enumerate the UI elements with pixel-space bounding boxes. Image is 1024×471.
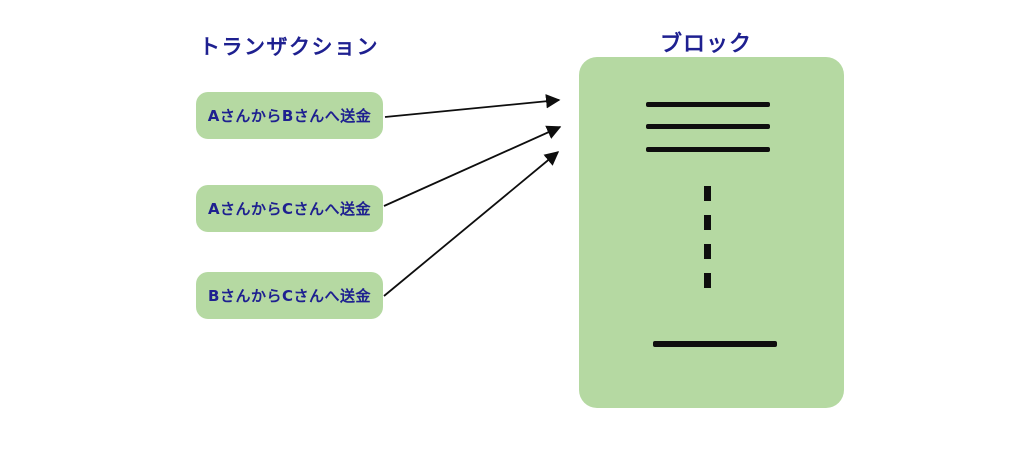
- transaction-box-a-to-b: AさんからBさんへ送金: [196, 92, 383, 139]
- block-container: [579, 57, 844, 408]
- arrow-tx1-to-block: [384, 94, 561, 118]
- transaction-box-a-to-c: AさんからCさんへ送金: [196, 185, 383, 232]
- block-title: ブロック: [660, 32, 753, 57]
- block-entry-line-3: [646, 147, 770, 152]
- arrow-tx2-to-block: [383, 125, 562, 207]
- transaction-box-b-to-c: BさんからCさんへ送金: [196, 272, 383, 319]
- transactions-title: トランザクション: [199, 35, 379, 59]
- block-entry-line-1: [646, 102, 770, 107]
- block-bottom-line: [653, 341, 777, 347]
- block-ellipsis-dashed-line: [704, 186, 711, 288]
- arrow-tx3-to-block: [383, 151, 560, 297]
- block-entry-line-2: [646, 124, 770, 129]
